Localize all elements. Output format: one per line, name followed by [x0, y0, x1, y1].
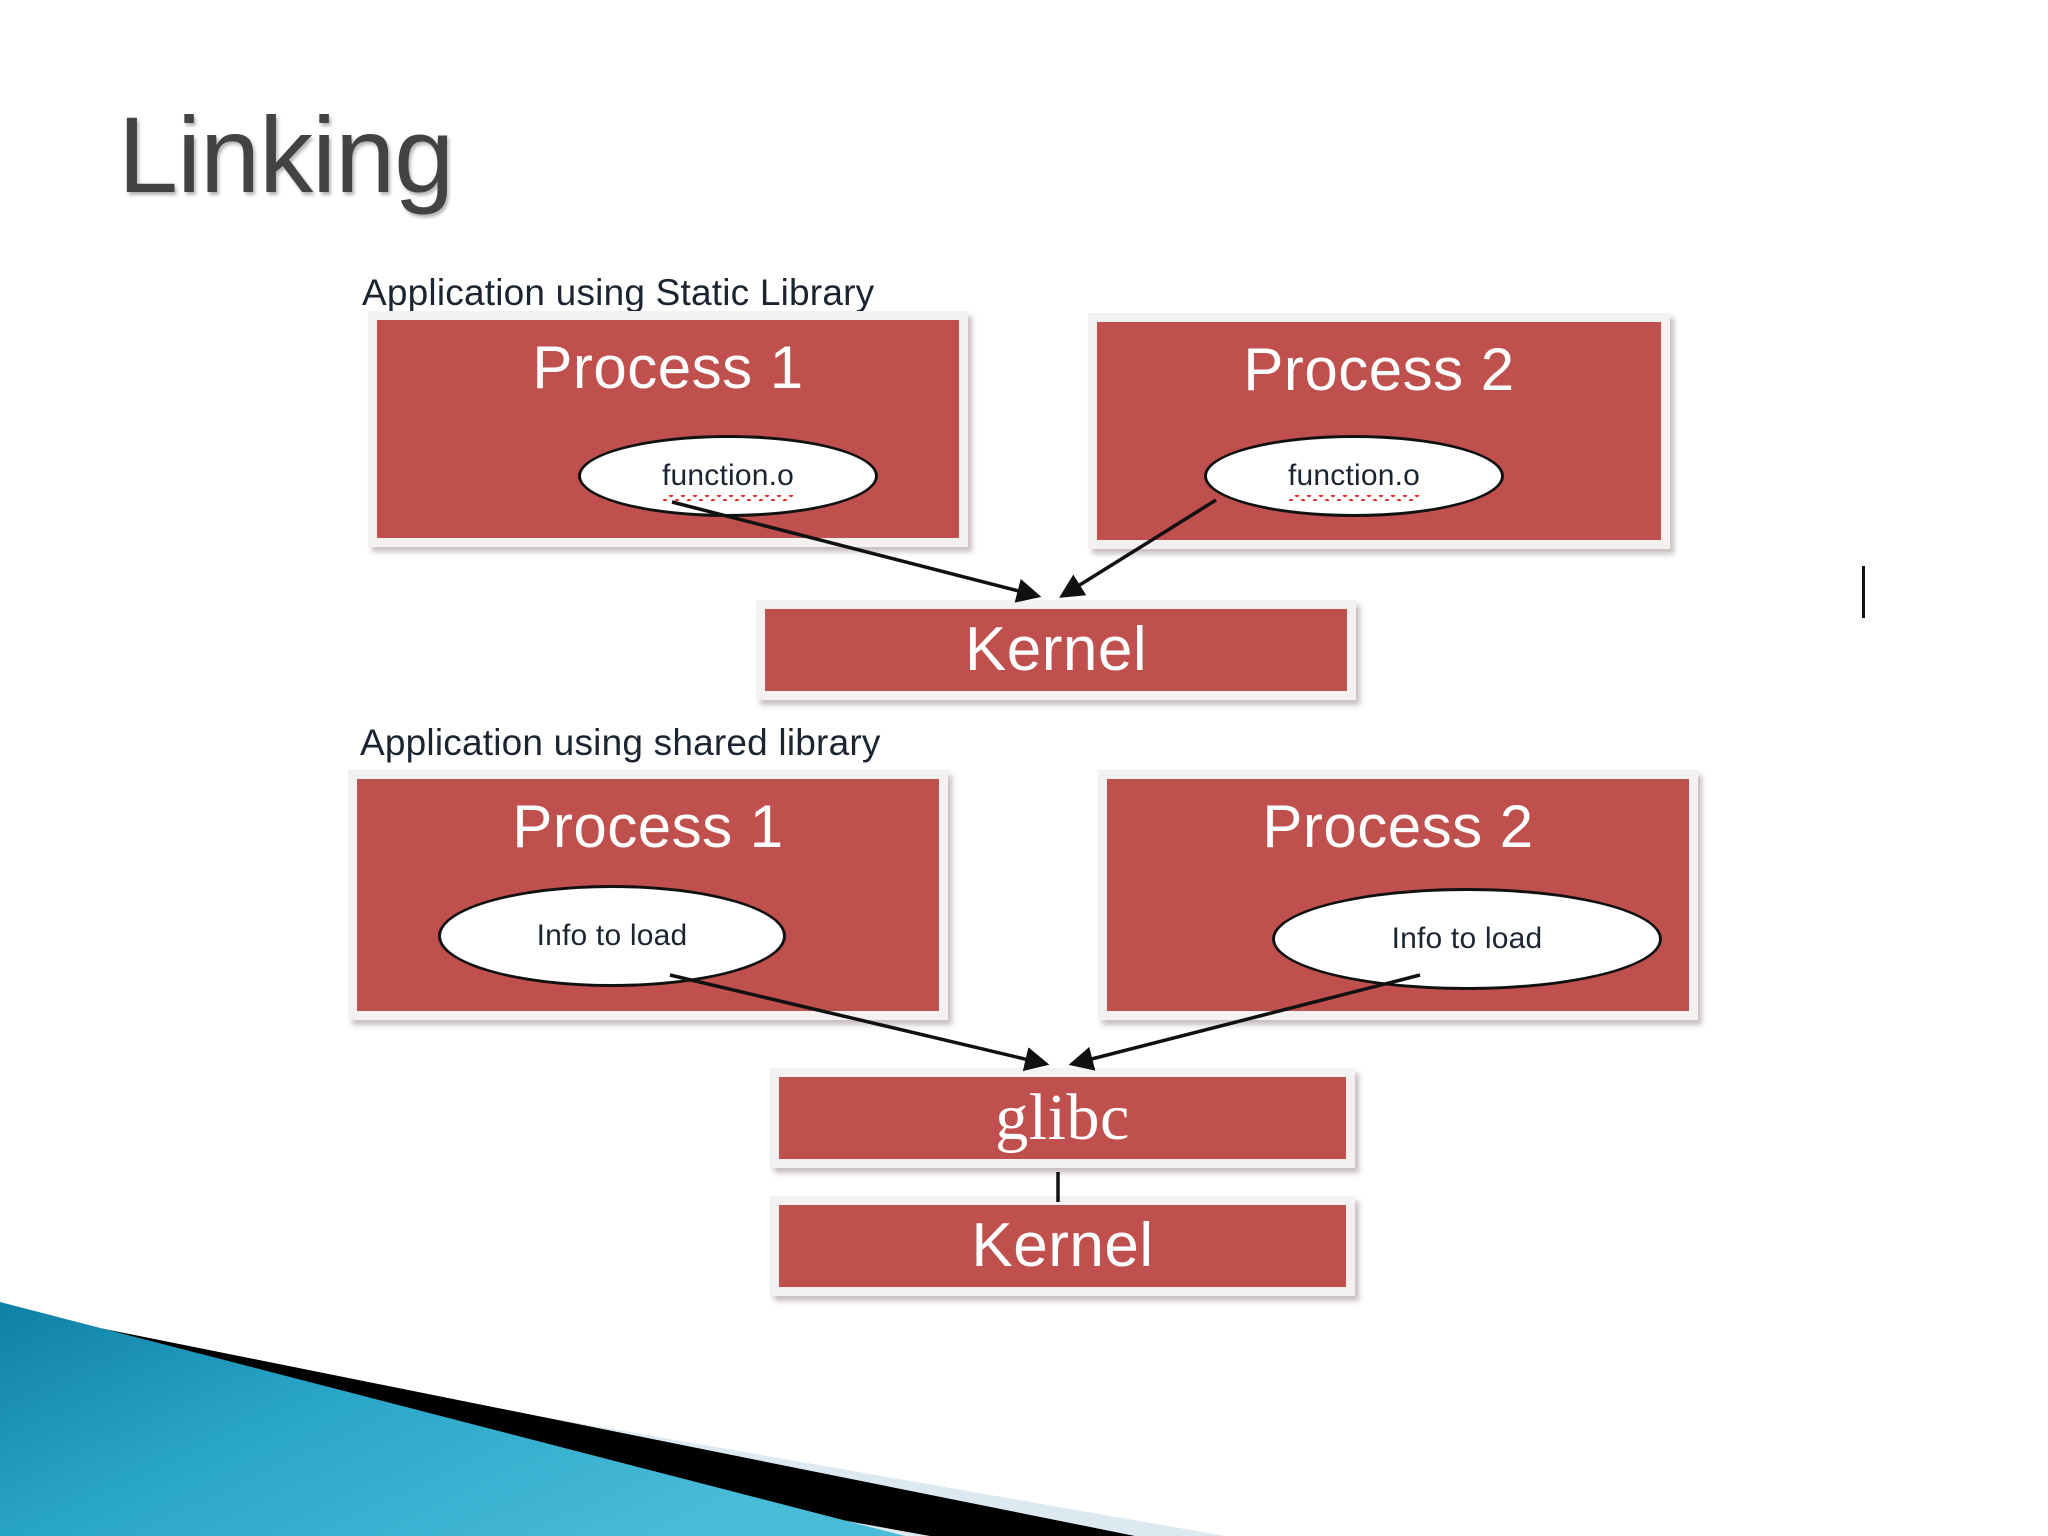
callout-ellipse-static-process-2: function.o [1204, 435, 1504, 517]
process-box-label: Process 2 [1243, 336, 1515, 403]
glibc-box-label: glibc [995, 1081, 1130, 1154]
process-box-label: Process 2 [1262, 793, 1534, 860]
angles-theme-corner-decoration [0, 1302, 1225, 1536]
text-cursor-caret [1862, 566, 1865, 618]
process-box-label: Process 1 [512, 793, 784, 860]
process-box-label: Process 1 [532, 334, 804, 401]
kernel-box-label: Kernel [964, 615, 1148, 684]
page-title: Linking [118, 94, 454, 215]
section-caption-shared: Application using shared library [360, 722, 881, 763]
kernel-box-static: Kernel [756, 600, 1356, 700]
kernel-box-shared: Kernel [770, 1196, 1355, 1296]
callout-ellipse-static-process-1: function.o [578, 435, 878, 517]
kernel-box-label: Kernel [971, 1211, 1154, 1280]
callout-label: Info to load [536, 919, 688, 952]
callout-label: Info to load [1391, 922, 1543, 955]
callout-ellipse-shared-process-2: Info to load [1272, 888, 1662, 990]
section-caption-static: Application using Static Library [362, 272, 875, 313]
callout-label: function.o [1287, 459, 1421, 501]
deco-black-stripe [0, 1308, 1135, 1536]
glibc-box: glibc [770, 1068, 1355, 1168]
callout-label: function.o [661, 459, 795, 501]
callout-ellipse-shared-process-1: Info to load [438, 885, 786, 987]
deco-teal-triangle [0, 1302, 905, 1536]
